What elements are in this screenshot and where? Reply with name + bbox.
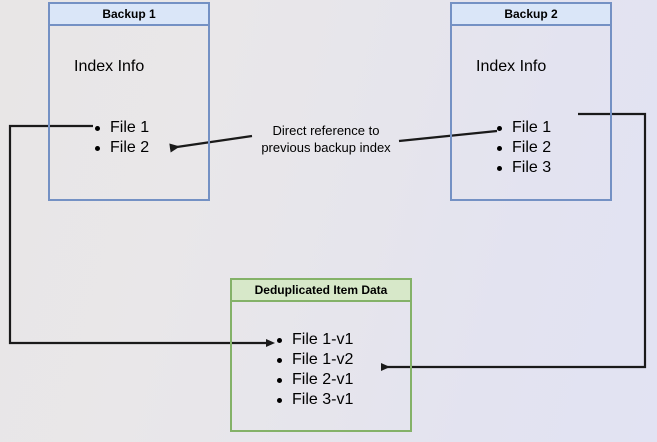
- backup-1-index-label: Index Info: [74, 58, 145, 75]
- backup-1-file-list: File 1 File 2: [92, 118, 149, 158]
- backup-2-file-list: File 1 File 2 File 3: [494, 118, 551, 178]
- node-backup-2-body: Index Info File 1 File 2 File 3: [452, 26, 610, 199]
- node-deduplicated-item-data[interactable]: Deduplicated Item Data File 1-v1 File 1-…: [230, 278, 412, 432]
- list-item: File 1: [494, 118, 551, 138]
- node-backup-2[interactable]: Backup 2 Index Info File 1 File 2 File 3: [450, 2, 612, 201]
- list-item: File 2-v1: [274, 370, 353, 390]
- caption-direct-reference: Direct reference to previous backup inde…: [261, 123, 391, 155]
- list-item: File 3: [494, 158, 551, 178]
- list-item: File 2: [494, 138, 551, 158]
- list-item: File 1-v1: [274, 330, 353, 350]
- list-item: File 3-v1: [274, 390, 353, 410]
- backup-2-index-label: Index Info: [476, 58, 547, 75]
- node-dedup-body: File 1-v1 File 1-v2 File 2-v1 File 3-v1: [232, 302, 410, 430]
- node-dedup-header: Deduplicated Item Data: [232, 280, 410, 302]
- list-item: File 1-v2: [274, 350, 353, 370]
- node-backup-1-header: Backup 1: [50, 4, 208, 26]
- node-backup-1-body: Index Info File 1 File 2: [50, 26, 208, 199]
- node-backup-2-header: Backup 2: [452, 4, 610, 26]
- dedup-item-list: File 1-v1 File 1-v2 File 2-v1 File 3-v1: [274, 330, 353, 410]
- node-backup-1[interactable]: Backup 1 Index Info File 1 File 2: [48, 2, 210, 201]
- list-item: File 1: [92, 118, 149, 138]
- list-item: File 2: [92, 138, 149, 158]
